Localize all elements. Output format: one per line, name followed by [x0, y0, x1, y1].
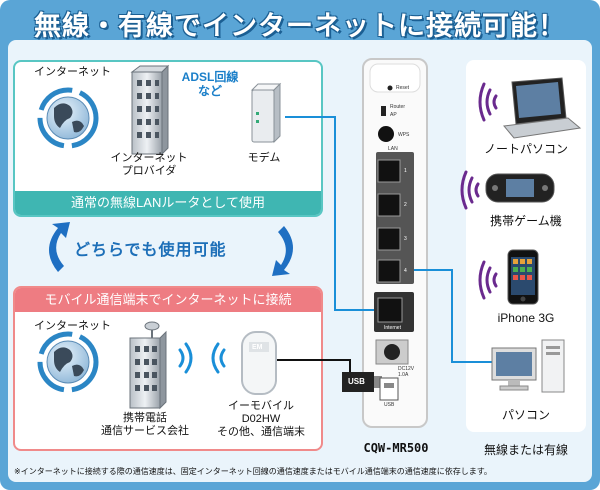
desktop-label: パソコン — [501, 408, 550, 422]
usb-plug-icon — [342, 372, 382, 392]
wireless-signal-icon — [178, 342, 226, 374]
router-wps-label: WPS — [398, 132, 410, 138]
lan-port-2[interactable] — [377, 193, 401, 217]
internet-port[interactable] — [377, 297, 403, 323]
mobile-band: モバイル通信端末でインターネットに接続 — [15, 288, 321, 312]
power-jack[interactable] — [384, 344, 400, 360]
iphone-label: iPhone 3G — [497, 311, 555, 325]
both-usable-label: どちらでも使用可能 — [74, 242, 227, 259]
lan-port-3[interactable] — [377, 227, 401, 251]
switch-arrows-icon — [49, 222, 293, 276]
desktop-pc-icon — [491, 339, 565, 393]
router-model-label: CQW-MR500 — [363, 441, 429, 455]
lan-port-1-number: 1 — [404, 168, 407, 174]
provider-label: インターネット プロバイダ — [110, 152, 188, 177]
router-ap-label: AP — [390, 112, 397, 118]
lan-port-1[interactable] — [377, 159, 401, 183]
lan-port-4[interactable] — [377, 259, 401, 283]
lan-port-4-number: 4 — [404, 268, 407, 274]
lan-port-2-number: 2 — [404, 202, 407, 208]
internet-globe-icon — [37, 87, 99, 149]
mobile-router-icon — [241, 331, 277, 395]
router-details — [369, 63, 421, 401]
notebook-pc-icon — [503, 77, 582, 139]
mobile-device-mark: EM — [252, 344, 263, 351]
router-lan-label: LAN — [388, 146, 398, 152]
cable-lan-pc — [392, 269, 500, 363]
device-wifi-icons — [460, 82, 498, 300]
router-internet-label: Internet — [384, 325, 401, 331]
lan-port-3-number: 3 — [404, 236, 407, 242]
bottom-internet-label: インターネット — [34, 320, 111, 332]
router-ap-switch[interactable] — [381, 106, 386, 116]
provider-building-icon — [130, 64, 170, 156]
footnote: ※インターネットに接続する際の通信速度は、固定インターネット回線の通信速度または… — [14, 467, 492, 476]
notebook-label: ノートパソコン — [483, 142, 568, 156]
modem-label: モデム — [247, 152, 281, 164]
internet-globe-icon-2 — [37, 331, 99, 393]
carrier-label: 携帯電話 通信サービス会社 — [101, 412, 189, 437]
modem-icon — [250, 82, 282, 144]
wifi-icon-iphone — [478, 260, 498, 300]
adsl-label: ADSL回線 など — [181, 70, 239, 98]
wired-or-wireless-label: 無線または有線 — [483, 443, 568, 457]
wifi-icon-notebook — [478, 82, 498, 122]
lan-cables — [285, 116, 500, 363]
usb-port[interactable] — [379, 377, 399, 401]
carrier-building-icon — [129, 321, 167, 410]
top-internet-label: インターネット — [34, 66, 111, 78]
headline: 無線・有線でインターネットに接続可能！ — [34, 11, 566, 41]
usb-plug-label: USB — [348, 377, 365, 386]
game-console-icon — [485, 173, 555, 203]
iphone-icon — [507, 249, 539, 305]
cable-wan — [285, 116, 385, 311]
wireless-router-band: 通常の無線LANルータとして使用 — [15, 191, 321, 215]
mobile-device-label: イーモバイル D02HW その他、通信端末 — [217, 400, 305, 438]
router-mode-label: Router — [390, 104, 406, 110]
reset-button[interactable] — [387, 85, 393, 91]
router-power-label: DC12V 1.0A — [398, 366, 415, 378]
game-console-label: 携帯ゲーム機 — [490, 214, 562, 228]
usb-cable — [270, 359, 351, 380]
wps-button[interactable] — [378, 126, 394, 142]
wifi-icon-game — [460, 170, 480, 210]
router-reset-label: Reset — [396, 85, 410, 91]
router-usb-label: USB — [384, 402, 395, 408]
